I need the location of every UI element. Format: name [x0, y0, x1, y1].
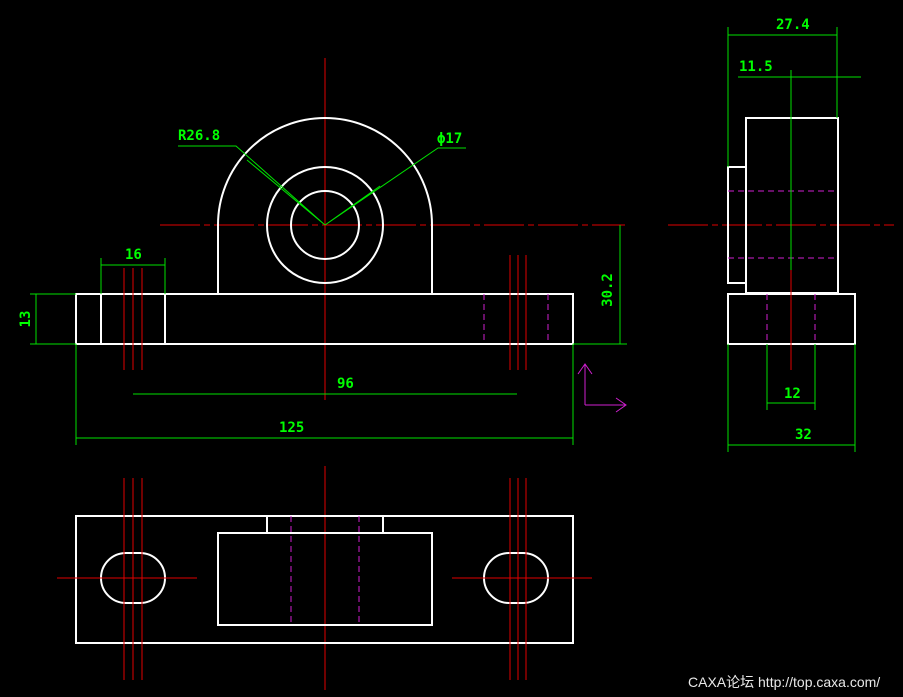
dim-27-4-label: 27.4	[776, 17, 810, 33]
dim-30-2-label: 30.2	[600, 273, 616, 307]
front-dimensions: R26.8 ϕ17 16 13 30.2 96 125	[18, 128, 627, 445]
diameter-label: ϕ17	[437, 131, 462, 147]
ucs-axis-icon	[577, 363, 627, 413]
dim-96-label: 96	[337, 376, 354, 392]
radius-label: R26.8	[178, 128, 220, 144]
watermark: CAXA论坛 http://top.caxa.com/	[688, 674, 881, 690]
dim-16-label: 16	[125, 247, 142, 263]
dim-11-5-label: 11.5	[739, 59, 773, 75]
dim-32-label: 32	[795, 427, 812, 443]
dim-125-label: 125	[279, 420, 304, 436]
front-view	[75, 58, 625, 400]
dim-12-label: 12	[784, 386, 801, 402]
side-view: 27.4 11.5 12 32	[668, 17, 894, 452]
dim-13-label: 13	[18, 311, 34, 328]
top-view	[57, 466, 592, 690]
